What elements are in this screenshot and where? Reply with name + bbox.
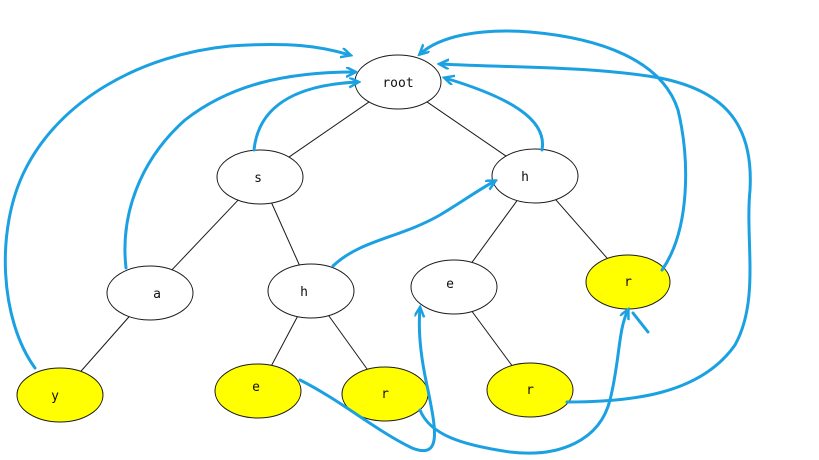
failure-link-s-root [252, 82, 358, 152]
node-s-label: s [254, 171, 262, 186]
node-r2-label: r [381, 387, 389, 402]
node-root-label: root [382, 76, 413, 91]
tree-edge-e1-r3 [471, 311, 513, 366]
failure-link-y-root [3, 42, 350, 370]
node-h1: h [491, 148, 579, 204]
node-h2-shape [267, 263, 355, 319]
node-e2: e [214, 363, 302, 419]
failure-link-h1-root [445, 78, 544, 152]
node-r3-shape [486, 362, 574, 418]
node-e1-label: e [446, 277, 454, 292]
failure-links [3, 29, 752, 455]
failure-link-r1-root [420, 29, 688, 272]
node-a: a [106, 265, 194, 321]
tree-edge-s-h2 [271, 202, 300, 266]
node-y-label: y [51, 389, 59, 404]
node-e2-shape [214, 363, 302, 419]
node-a-label: a [153, 287, 161, 302]
failure-link-a-root [123, 72, 355, 270]
node-r2: r [341, 366, 429, 422]
nodes: root s h a h e r y [16, 54, 671, 423]
tree-edge-h2-e2 [271, 316, 298, 366]
tree-edge-s-a [171, 199, 239, 271]
tree-edge-h1-e1 [471, 200, 518, 263]
node-root: root [354, 54, 442, 110]
node-r3: r [486, 362, 574, 418]
node-h1-shape [491, 148, 579, 204]
failure-link-r2-r1-tail [631, 311, 650, 334]
node-r1: r [585, 254, 671, 310]
failure-link-r3-root [440, 64, 752, 404]
failure-link-e2-e1 [298, 308, 436, 453]
tree-edge-h1-r1 [555, 199, 608, 259]
node-s-shape [216, 149, 304, 205]
tree-edge-a-y [80, 316, 130, 372]
node-h2: h [267, 263, 355, 319]
node-y: y [16, 367, 104, 423]
node-r3-label: r [526, 383, 534, 398]
tree-edge-h2-r2 [328, 315, 368, 370]
node-e1: e [410, 259, 498, 315]
failure-link-r2-r1 [418, 310, 628, 455]
node-e1-shape [410, 259, 498, 315]
node-s: s [216, 149, 304, 205]
node-h1-label: h [521, 170, 529, 185]
tree-edge-root-s [288, 101, 370, 158]
tree-edge-root-h1 [426, 101, 507, 157]
node-y-shape [16, 367, 104, 423]
node-e2-label: e [252, 380, 260, 395]
tree-edges [80, 101, 608, 372]
node-r1-label: r [624, 275, 632, 290]
node-a-shape [106, 265, 194, 321]
node-h2-label: h [300, 285, 308, 300]
failure-link-h2-h1 [331, 181, 495, 268]
